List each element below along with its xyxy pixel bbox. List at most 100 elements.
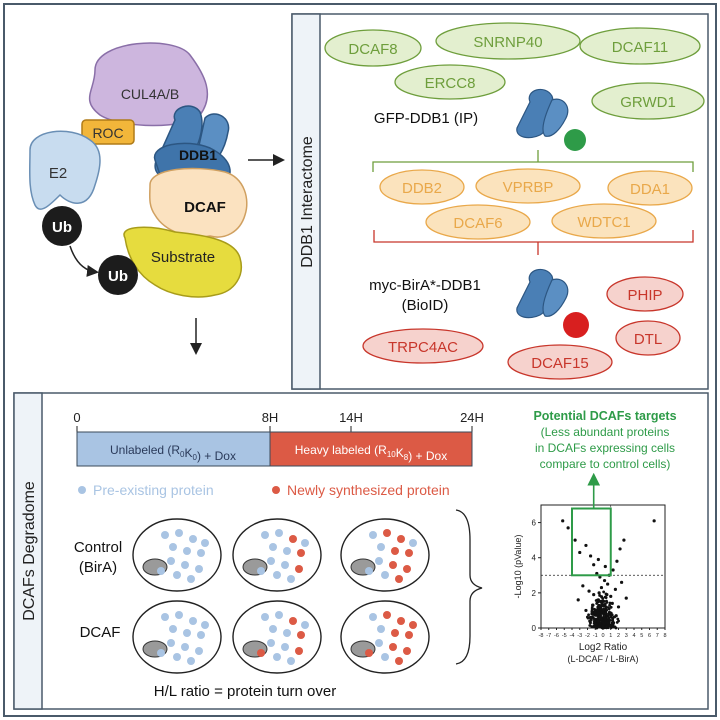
preexisting-protein-dot [169,625,177,633]
data-point [615,621,619,624]
mechanism-panel: CUL4A/B ROC E2 DDB1 DCAF Substrate Ub Ub [28,42,285,355]
x-tick-label: -6 [554,633,559,639]
data-point [598,604,602,607]
preexisting-protein-dot [283,629,291,637]
new-protein-dot [405,631,413,639]
protein-grwd1: GRWD1 [620,94,676,111]
y-axis-label: -Log10 (pValue) [513,535,523,599]
data-point [605,599,608,603]
data-point [603,617,607,621]
protein-dcaf11: DCAF11 [612,39,668,56]
preexisting-protein-dot [175,529,183,537]
new-protein-dot [383,529,391,537]
control-label-2: (BirA) [79,559,117,576]
x-tick-label: 8 [663,633,666,639]
preexisting-protein-dot [381,653,389,661]
new-protein-dot [391,547,399,555]
preexisting-protein-dot [381,571,389,579]
cells-group [132,518,430,674]
unlabeled-bar-label: Unlabeled (R0K0) + Dox [110,443,236,463]
preexisting-protein-dot [201,621,209,629]
bioid-label-1: myc-BirA*-DDB1 [369,277,481,294]
ratio-text: H/L ratio = protein turn over [154,683,336,700]
preexisting-protein-dot [161,613,169,621]
preexisting-protein-dot [195,647,203,655]
data-point [603,564,607,569]
data-point [600,601,604,606]
data-point [596,557,600,562]
preexisting-protein-dot [157,649,165,657]
data-point [590,610,594,614]
new-protein-dot [389,643,397,651]
interactome-side-label: DDB1 Interactome [299,136,316,268]
protein-phip: PHIP [627,287,662,304]
dcaf-row-label: DCAF [80,624,121,641]
new-protein-dot [397,535,405,543]
preexisting-protein-dot [267,557,275,565]
protein-dcaf6: DCAF6 [453,215,502,232]
preexisting-protein-dot [189,617,197,625]
new-protein-dot [389,561,397,569]
data-point [598,622,602,625]
new-protein-dot [289,617,297,625]
targets-desc-2: in DCAFs expressing cells [535,441,675,455]
x-tick-label: -4 [570,633,575,639]
orange-protein-group: DDB2 VPRBP DDA1 DCAF6 WDTC1 [379,168,693,240]
preexisting-protein-dot [201,539,209,547]
preexisting-protein-dot [183,547,191,555]
data-point [584,608,588,613]
data-point [591,603,595,607]
green-bracket [372,161,694,172]
preexisting-protein-dot [375,557,383,565]
x-tick-label: 2 [617,633,620,639]
data-point [602,578,607,583]
preexisting-protein-dot [169,543,177,551]
protein-dcaf8: DCAF8 [348,41,397,58]
preexisting-protein-dot [365,567,373,575]
legend-new-dot [272,486,280,494]
x-tick-label: -1 [593,633,598,639]
targets-title: Potential DCAFs targets [533,409,676,423]
gfp-tag-dot [564,129,586,151]
data-point [588,624,592,627]
volcano-frame [540,504,666,629]
control-label-1: Control [74,539,122,556]
new-protein-dot [409,621,417,629]
preexisting-protein-dot [267,639,275,647]
new-protein-dot [289,535,297,543]
data-point [604,621,608,625]
preexisting-protein-dot [273,653,281,661]
red-protein-group: PHIP TRPC4AC DTL DCAF15 [362,276,684,380]
data-point [652,519,656,523]
dcaf-shape [148,167,248,238]
data-point [602,611,605,615]
preexisting-protein-dot [301,621,309,629]
new-protein-dot [403,565,411,573]
data-point [613,587,618,591]
x-axis-sublabel: (L-DCAF / L-BirA) [567,654,638,664]
x-tick-label: 0 [601,633,604,639]
data-point [601,608,605,613]
preexisting-protein-dot [275,529,283,537]
cul4-label: CUL4A/B [121,86,179,102]
ub-label-2: Ub [108,268,128,285]
data-point [616,605,621,609]
x-tick-label: -5 [562,633,567,639]
ub-circle-2 [98,255,138,295]
new-protein-dot [395,657,403,665]
protein-dda1: DDA1 [630,181,670,198]
protein-dcaf15: DCAF15 [531,355,589,372]
preexisting-protein-dot [275,611,283,619]
data-point [596,609,599,613]
data-point [611,568,615,572]
new-protein-dot [395,575,403,583]
data-point [593,610,597,614]
legend-preexisting-dot [78,486,86,494]
data-point [592,617,596,621]
data-point [614,614,618,618]
new-protein-dot [405,549,413,557]
roc-shape [81,119,135,145]
data-point [606,582,610,586]
new-protein-dot [403,647,411,655]
preexisting-protein-dot [375,639,383,647]
